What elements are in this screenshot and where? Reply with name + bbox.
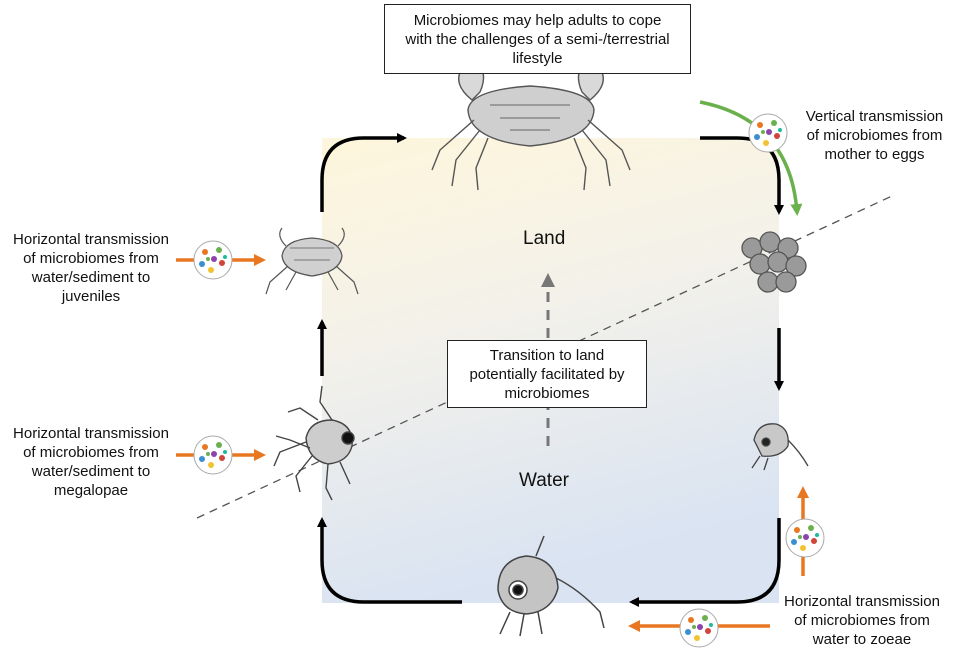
juveniles-note-line-1: Horizontal transmission — [13, 231, 169, 248]
cycle-arrow-zoea-to-megalopa — [317, 517, 462, 604]
water-label: Water — [519, 470, 569, 491]
zoea-icon — [497, 535, 605, 637]
zoeae-note-line-1: Horizontal transmission — [784, 593, 940, 610]
juveniles-note-line-4: juveniles — [61, 288, 121, 305]
adult-lifestyle-line-2: with the challenges of a semi-/terrestri… — [405, 30, 670, 48]
microbiome-icon — [193, 435, 233, 475]
zoeae-note-line-2: of microbiomes from — [794, 612, 930, 629]
vertical-note-line-3: mother to eggs — [824, 146, 925, 163]
zoeae-note-line-3: water to zoeae — [812, 631, 912, 648]
transition-line-1: Transition to land — [489, 346, 605, 364]
zoeae-transmission-note: Horizontal transmission of microbiomes f… — [767, 592, 957, 649]
megalopae-transmission-note: Horizontal transmission of microbiomes f… — [0, 424, 182, 500]
megalopae-note-line-4: megalopae — [53, 482, 129, 499]
adult-lifestyle-box: Microbiomes may help adults to cope with… — [384, 4, 691, 74]
juvenile-crab-icon — [265, 227, 359, 295]
cycle-arrow-juvenile-to-adult — [320, 133, 407, 212]
microbiome-icon — [679, 608, 719, 648]
megalopae-note-line-2: of microbiomes from — [23, 444, 159, 461]
juveniles-transmission-note: Horizontal transmission of microbiomes f… — [0, 230, 182, 306]
land-label: Land — [523, 228, 566, 249]
megalopa-icon — [273, 385, 355, 501]
vertical-note-line-1: Vertical transmission — [805, 108, 944, 125]
adult-lifestyle-line-3: lifestyle — [512, 49, 563, 67]
microbiome-icon — [748, 113, 788, 153]
transition-line-2: potentially facilitated by — [469, 365, 625, 383]
microbiome-icon — [193, 240, 233, 280]
transition-line-3: microbiomes — [504, 384, 590, 402]
adult-lifestyle-line-1: Microbiomes may help adults to cope — [413, 11, 662, 29]
egg-cluster-icon — [741, 231, 807, 293]
vertical-note-line-2: of microbiomes from — [806, 127, 943, 144]
juveniles-note-line-3: water/sediment to — [31, 269, 151, 286]
megalopae-note-line-1: Horizontal transmission — [13, 425, 169, 442]
transition-box: Transition to land potentially facilitat… — [447, 340, 647, 408]
microbiome-icon — [785, 518, 825, 558]
zoea-icon — [751, 423, 809, 471]
juveniles-note-line-2: of microbiomes from — [23, 250, 159, 267]
cycle-arrow-zoea-to-zoea — [629, 518, 781, 607]
megalopae-note-line-3: water/sediment to — [31, 463, 151, 480]
vertical-transmission-note: Vertical transmission of microbiomes fro… — [792, 107, 957, 164]
